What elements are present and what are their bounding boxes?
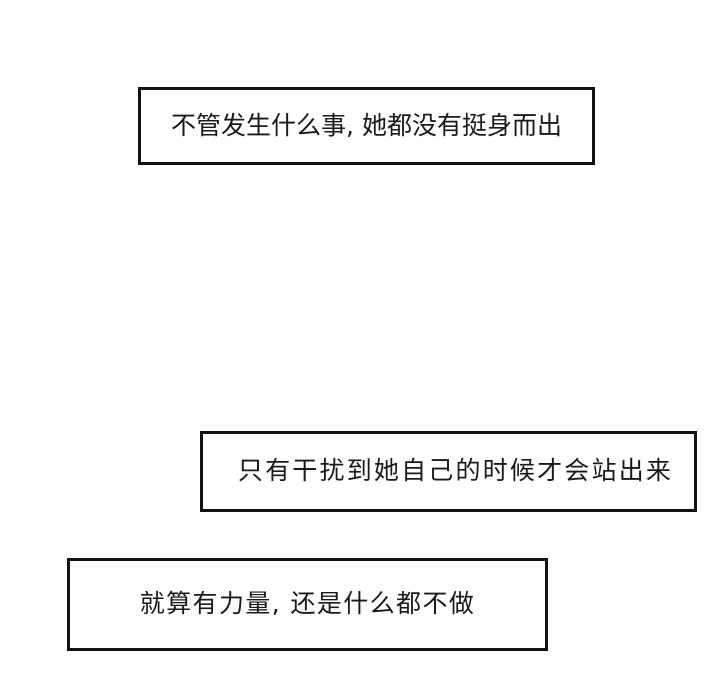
caption-box-2: 只有干扰到她自己的时候才会站出来: [200, 431, 697, 512]
caption-box-3: 就算有力量, 还是什么都不做: [67, 558, 548, 651]
caption-text-3: 就算有力量, 还是什么都不做: [139, 589, 476, 619]
caption-text-2: 只有干扰到她自己的时候才会站出来: [237, 456, 674, 486]
caption-text-1: 不管发生什么事, 她都没有挺身而出: [171, 110, 562, 140]
caption-box-1: 不管发生什么事, 她都没有挺身而出: [138, 87, 595, 165]
